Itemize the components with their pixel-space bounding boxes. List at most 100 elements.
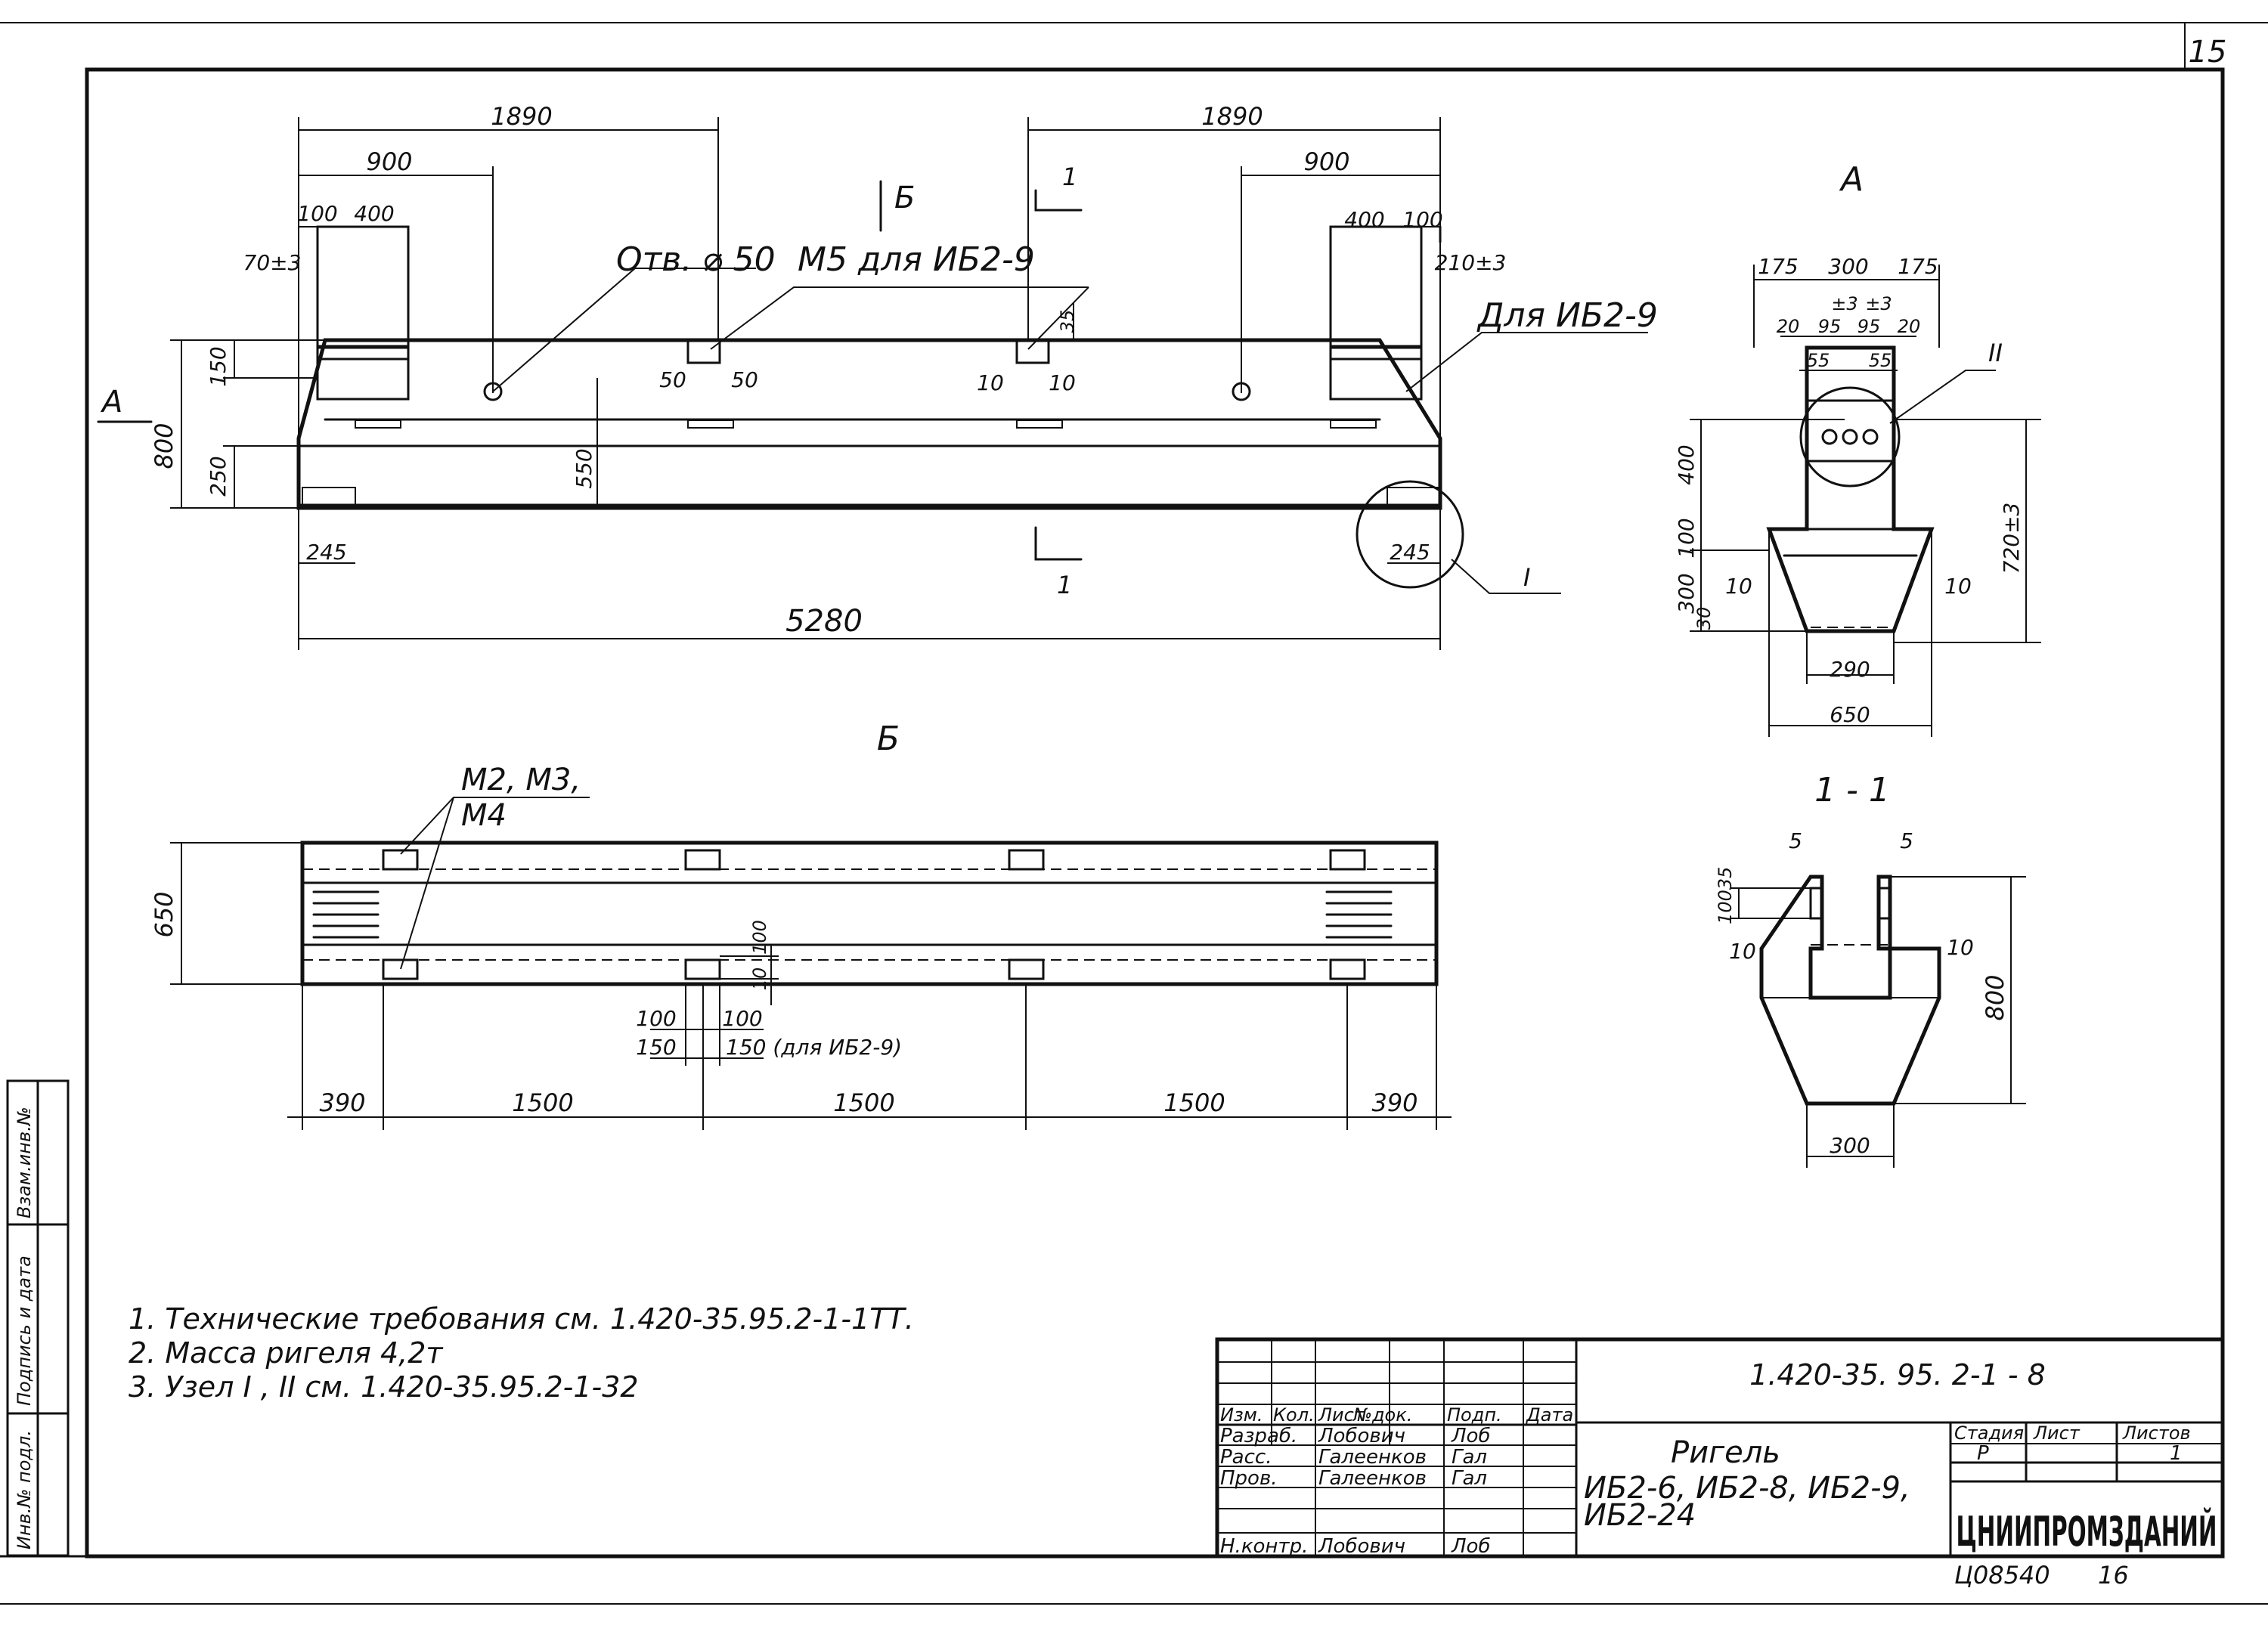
tb-role-5: Н.контр. <box>1220 1535 1308 1558</box>
dim-100-left: 100 <box>297 201 337 226</box>
product-codes-1: ИБ2-6, ИБ2-8, ИБ2-9, <box>1584 1471 1910 1506</box>
dim-1500-3: 1500 <box>1163 1088 1225 1117</box>
dim-10-s11-right: 10 <box>1947 935 1974 960</box>
callout-m5: М5 для ИБ2-9 <box>798 240 1035 279</box>
page-number: 15 <box>2189 35 2227 70</box>
dim-100-s11: 100 <box>1715 890 1736 924</box>
view-b-text: Б М2, М3, М4 650 100 10 100 100 150 150 … <box>150 720 1418 1117</box>
dim-55-left: 55 <box>1807 350 1830 371</box>
product-codes-2: ИБ2-24 <box>1584 1498 1696 1533</box>
view-a <box>1690 265 2041 737</box>
dim-100-va: 100 <box>1674 518 1699 558</box>
tb-header-data: Дата <box>1526 1404 1573 1426</box>
dim-10-va-left: 10 <box>1725 574 1752 599</box>
tb-sign-3: Гал <box>1452 1467 1487 1490</box>
dim-390-left: 390 <box>319 1088 365 1117</box>
dim-175-left: 175 <box>1758 254 1798 279</box>
section-1-top: 1 <box>1062 163 1077 191</box>
dim-390-right: 390 <box>1371 1088 1418 1117</box>
dim-300-s11: 300 <box>1830 1133 1870 1158</box>
view-b-callout: М2, М3, <box>461 763 581 797</box>
product-name: Ригель <box>1671 1435 1780 1470</box>
tb-header-izm: Изм. <box>1220 1404 1263 1426</box>
view-b-callout-2: М4 <box>461 798 507 833</box>
dim-650-va: 650 <box>1830 702 1870 727</box>
tb-role-1: Разраб. <box>1220 1425 1297 1447</box>
dim-55-right: 55 <box>1869 350 1892 371</box>
dim-10-va-right: 10 <box>1944 574 1972 599</box>
dim-1890-right: 1890 <box>1201 102 1263 131</box>
node-ii-label: II <box>1988 339 2003 367</box>
dim-150: 150 <box>206 346 231 386</box>
view-a-label: А <box>1839 160 1864 199</box>
dim-100-right: 100 <box>1402 207 1442 232</box>
dim-30-va: 30 <box>1693 607 1715 630</box>
sheets-value: 1 <box>2170 1442 2183 1465</box>
dim-100-a: 100 <box>636 1006 676 1031</box>
note-2: 2. Масса ригеля 4,2т <box>129 1336 444 1370</box>
section-1-1 <box>1731 875 2026 1168</box>
tb-sign-2: Гал <box>1452 1446 1487 1469</box>
dim-290: 290 <box>1830 657 1870 682</box>
dim-650-vb: 650 <box>150 891 178 937</box>
dim-1890-left: 1890 <box>491 102 552 131</box>
note-3: 3. Узел I , II см. 1.420-35.95.2-1-32 <box>129 1370 639 1404</box>
node-t-circle <box>1356 480 1464 589</box>
dim-900-right: 900 <box>1303 147 1349 176</box>
notes: 1. Технические требования см. 1.420-35.9… <box>129 1302 914 1404</box>
tb-sign-1: Лоб <box>1451 1425 1491 1447</box>
view-b-label: Б <box>877 720 900 758</box>
view-b-outline <box>300 840 1439 986</box>
node-ii-circle <box>1799 386 1901 488</box>
dim-20-right: 20 <box>1898 316 1921 337</box>
dim-10-vb: 10 <box>749 967 770 991</box>
dim-150-a: 150 <box>636 1035 676 1060</box>
dim-35-s11: 35 <box>1715 867 1736 890</box>
dim-550: 550 <box>572 448 596 488</box>
doc-code: 1.420-35. 95. 2-1 - 8 <box>1749 1358 2046 1392</box>
dim-100-b: 100 <box>722 1006 762 1031</box>
dim-5-left: 5 <box>1789 828 1802 853</box>
dim-175-right: 175 <box>1898 254 1938 279</box>
sheet-frame <box>0 22 2268 1605</box>
callout-for-ib29: Для ИБ2-9 <box>1476 296 1658 335</box>
beam-elevation-outline <box>296 338 1442 510</box>
view-a-outline <box>1766 345 1935 633</box>
dim-5280: 5280 <box>785 604 863 639</box>
dim-210-tol: 210±3 <box>1435 250 1507 275</box>
section-1-bottom: 1 <box>1057 571 1072 599</box>
strip-inv-label: Инв.№ подл. <box>14 1430 35 1549</box>
dim-50-left: 50 <box>659 367 686 392</box>
dim-300-va: 300 <box>1674 573 1699 613</box>
dim-95-left: 95 <box>1818 316 1842 337</box>
title-block-text: 1.420-35. 95. 2-1 - 8 Изм. Кол. Лист №до… <box>1220 1358 2217 1558</box>
view-b <box>170 797 1452 1130</box>
dim-720-tol: 720±3 <box>1999 503 2024 574</box>
tol-right: ±3 <box>1865 293 1892 314</box>
dim-35: 35 <box>1057 310 1078 333</box>
tb-header-kol: Кол. <box>1273 1404 1315 1426</box>
dim-100-vb: 100 <box>749 920 770 955</box>
dim-245-right: 245 <box>1390 540 1430 565</box>
stage-header: Стадия <box>1954 1422 2024 1444</box>
section-11-outline <box>1759 875 1941 1106</box>
dim-50-right: 50 <box>731 367 758 392</box>
dim-245-left: 245 <box>306 540 346 565</box>
dim-1500-2: 1500 <box>833 1088 894 1117</box>
tb-header-podp: Подп. <box>1447 1404 1502 1426</box>
bottom-page: 16 <box>2098 1561 2129 1590</box>
strip-sign-label: Подпись и дата <box>14 1255 35 1406</box>
sheet-header: Лист <box>2033 1422 2081 1444</box>
sheets-header: Листов <box>2122 1422 2191 1444</box>
view-a-text: А 175 300 175 20 95 95 20 ±3 ±3 55 55 40… <box>1674 160 2024 727</box>
title-block <box>1215 1337 2225 1559</box>
dim-10-s11-left: 10 <box>1729 939 1756 964</box>
strip-vzam-label: Взам.инв.№ <box>14 1107 35 1218</box>
callout-node-t: I <box>1523 563 1530 592</box>
dim-250: 250 <box>206 456 231 496</box>
callout-hole: Отв. ⌀ 50 <box>616 240 776 279</box>
dim-400-va: 400 <box>1674 444 1699 484</box>
dim-10-right: 10 <box>1049 370 1076 395</box>
dim-95-right: 95 <box>1857 316 1881 337</box>
